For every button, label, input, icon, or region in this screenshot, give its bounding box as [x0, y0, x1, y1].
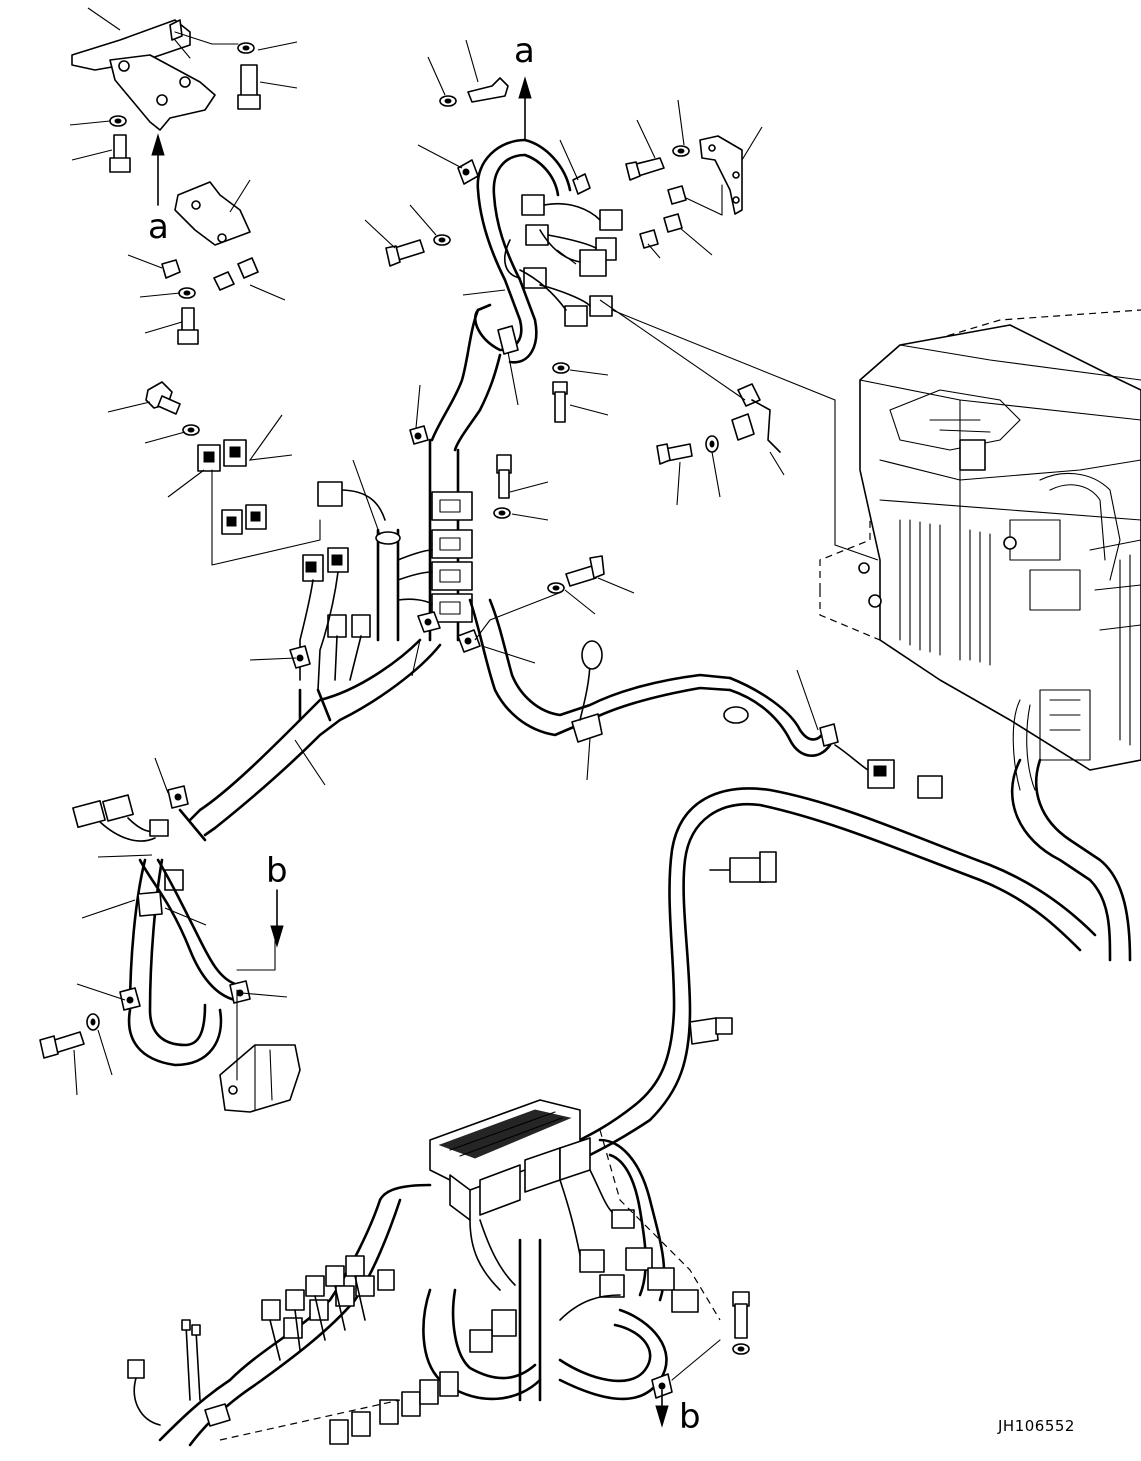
view-arrow-b-bottom: b	[655, 1389, 701, 1437]
bolt-lower-left	[39, 1031, 85, 1059]
view-arrow-a-top: a	[514, 31, 535, 141]
bolt-upper-right	[625, 157, 665, 181]
left-relay-group	[145, 381, 321, 566]
bolt-center-2	[565, 555, 605, 587]
bolt-top-left-2	[109, 134, 131, 173]
view-arrow-b-mid: b	[266, 851, 288, 948]
bolt-right-mid	[656, 443, 693, 465]
bolt-top-center	[467, 77, 509, 103]
left-harness-branch	[39, 481, 442, 1113]
trunk-connectors	[431, 491, 473, 623]
relay-pair-1	[197, 439, 247, 472]
bolt-upper-left	[385, 239, 425, 267]
relay-right	[731, 383, 781, 453]
view-mark-b-mid: b	[266, 851, 288, 891]
view-mark-a-left: a	[148, 207, 169, 247]
leader-lines	[69, 7, 879, 1096]
right-harness-branch	[468, 598, 943, 799]
bolt-top-left-1	[237, 64, 261, 110]
air-conditioner-unit	[819, 309, 1141, 962]
view-mark-b-bottom: b	[679, 1397, 701, 1437]
bolt-top-left-3	[177, 307, 199, 345]
bolt-center-1	[496, 454, 512, 499]
bolt-bottom-right	[732, 1291, 750, 1339]
relay-pair-2	[221, 504, 267, 535]
fuse-box-assembly	[127, 1099, 750, 1447]
floor-harness	[568, 787, 1097, 1162]
top-left-bracket-assembly	[71, 19, 261, 345]
upper-harness-group	[385, 77, 781, 653]
drawing-code: JH106552	[997, 1417, 1075, 1435]
view-mark-a-top: a	[514, 31, 535, 71]
bolt-center-3	[552, 381, 568, 423]
bolt-left-mid	[145, 381, 181, 415]
